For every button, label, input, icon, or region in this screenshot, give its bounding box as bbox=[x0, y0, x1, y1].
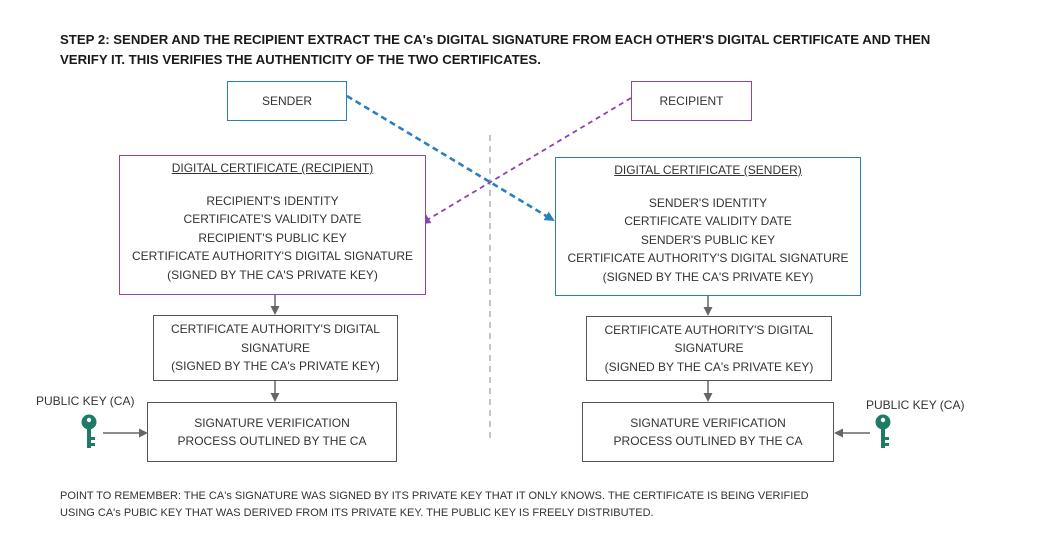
left-ca-signature-box: CERTIFICATE AUTHORITY'S DIGITAL SIGNATUR… bbox=[153, 315, 398, 381]
sender-certificate-title: DIGITAL CERTIFICATE (SENDER) bbox=[614, 163, 802, 177]
certificate-line: CERTIFICATE AUTHORITY'S DIGITAL SIGNATUR… bbox=[132, 249, 413, 263]
certificate-line: RECIPIENT'S PUBLIC KEY bbox=[198, 230, 347, 245]
recipient-box: RECIPIENT bbox=[631, 81, 752, 121]
note-line-2: USING CA's PUBIC KEY THAT WAS DERIVED FR… bbox=[60, 506, 654, 519]
recipient-certificate-box: DIGITAL CERTIFICATE (RECIPIENT) RECIPIEN… bbox=[119, 155, 426, 295]
key-icon bbox=[875, 414, 891, 448]
recipient-to-cert-arrow bbox=[420, 97, 632, 225]
left-public-key-label: PUBLIC KEY (CA) bbox=[36, 394, 135, 408]
verification-line: PROCESS OUTLINED BY THE CA bbox=[177, 434, 367, 448]
certificate-line: CERTIFICATE'S VALIDITY DATE bbox=[183, 212, 362, 226]
signature-line: SIGNATURE bbox=[674, 341, 744, 356]
right-public-key-label: PUBLIC KEY (CA) bbox=[866, 398, 965, 412]
certificate-line: CERTIFICATE VALIDITY DATE bbox=[624, 214, 792, 228]
verification-line: SIGNATURE VERIFICATION bbox=[194, 415, 350, 430]
certificate-line: RECIPIENT'S IDENTITY bbox=[206, 193, 339, 208]
left-verification-box: SIGNATURE VERIFICATION PROCESS OUTLINED … bbox=[147, 402, 397, 462]
signature-line: (SIGNED BY THE CA's PRIVATE KEY) bbox=[604, 359, 814, 374]
sender-label: SENDER bbox=[261, 93, 312, 108]
step-title-line-1: STEP 2: SENDER AND THE RECIPIENT EXTRACT… bbox=[60, 32, 931, 47]
step-title-line-2: VERIFY IT. THIS VERIFIES THE AUTHENTICIT… bbox=[60, 52, 541, 67]
point-to-remember-note: POINT TO REMEMBER: THE CA's SIGNATURE WA… bbox=[60, 488, 1010, 521]
signature-line: SIGNATURE bbox=[240, 340, 311, 355]
certificate-line: (SIGNED BY THE CA'S PRIVATE KEY) bbox=[602, 269, 814, 284]
certificate-line: SENDER'S IDENTITY bbox=[648, 195, 768, 210]
signature-line: (SIGNED BY THE CA's PRIVATE KEY) bbox=[171, 359, 380, 374]
key-icon bbox=[81, 414, 97, 448]
sender-to-cert-arrow bbox=[346, 94, 555, 222]
verification-line: PROCESS OUTLINED BY THE CA bbox=[613, 434, 803, 448]
note-line-1: POINT TO REMEMBER: THE CA's SIGNATURE WA… bbox=[60, 490, 809, 502]
certificate-line: (SIGNED BY THE CA'S PRIVATE KEY) bbox=[167, 267, 378, 282]
right-verification-box: SIGNATURE VERIFICATION PROCESS OUTLINED … bbox=[582, 402, 834, 462]
sender-certificate-box: DIGITAL CERTIFICATE (SENDER) SENDER'S ID… bbox=[555, 157, 861, 296]
certificate-line: CERTIFICATE AUTHORITY'S DIGITAL SIGNATUR… bbox=[567, 251, 849, 265]
verification-line: SIGNATURE VERIFICATION bbox=[630, 415, 786, 430]
right-ca-signature-box: CERTIFICATE AUTHORITY'S DIGITAL SIGNATUR… bbox=[586, 316, 832, 381]
recipient-label: RECIPIENT bbox=[659, 93, 724, 108]
recipient-certificate-title: DIGITAL CERTIFICATE (RECIPIENT) bbox=[171, 161, 374, 175]
step-title: STEP 2: SENDER AND THE RECIPIENT EXTRACT… bbox=[60, 30, 1035, 70]
signature-line: CERTIFICATE AUTHORITY'S DIGITAL bbox=[604, 322, 814, 337]
certificate-line: SENDER'S PUBLIC KEY bbox=[640, 232, 776, 247]
signature-line: CERTIFICATE AUTHORITY'S DIGITAL bbox=[171, 322, 380, 337]
sender-box: SENDER bbox=[227, 81, 347, 121]
